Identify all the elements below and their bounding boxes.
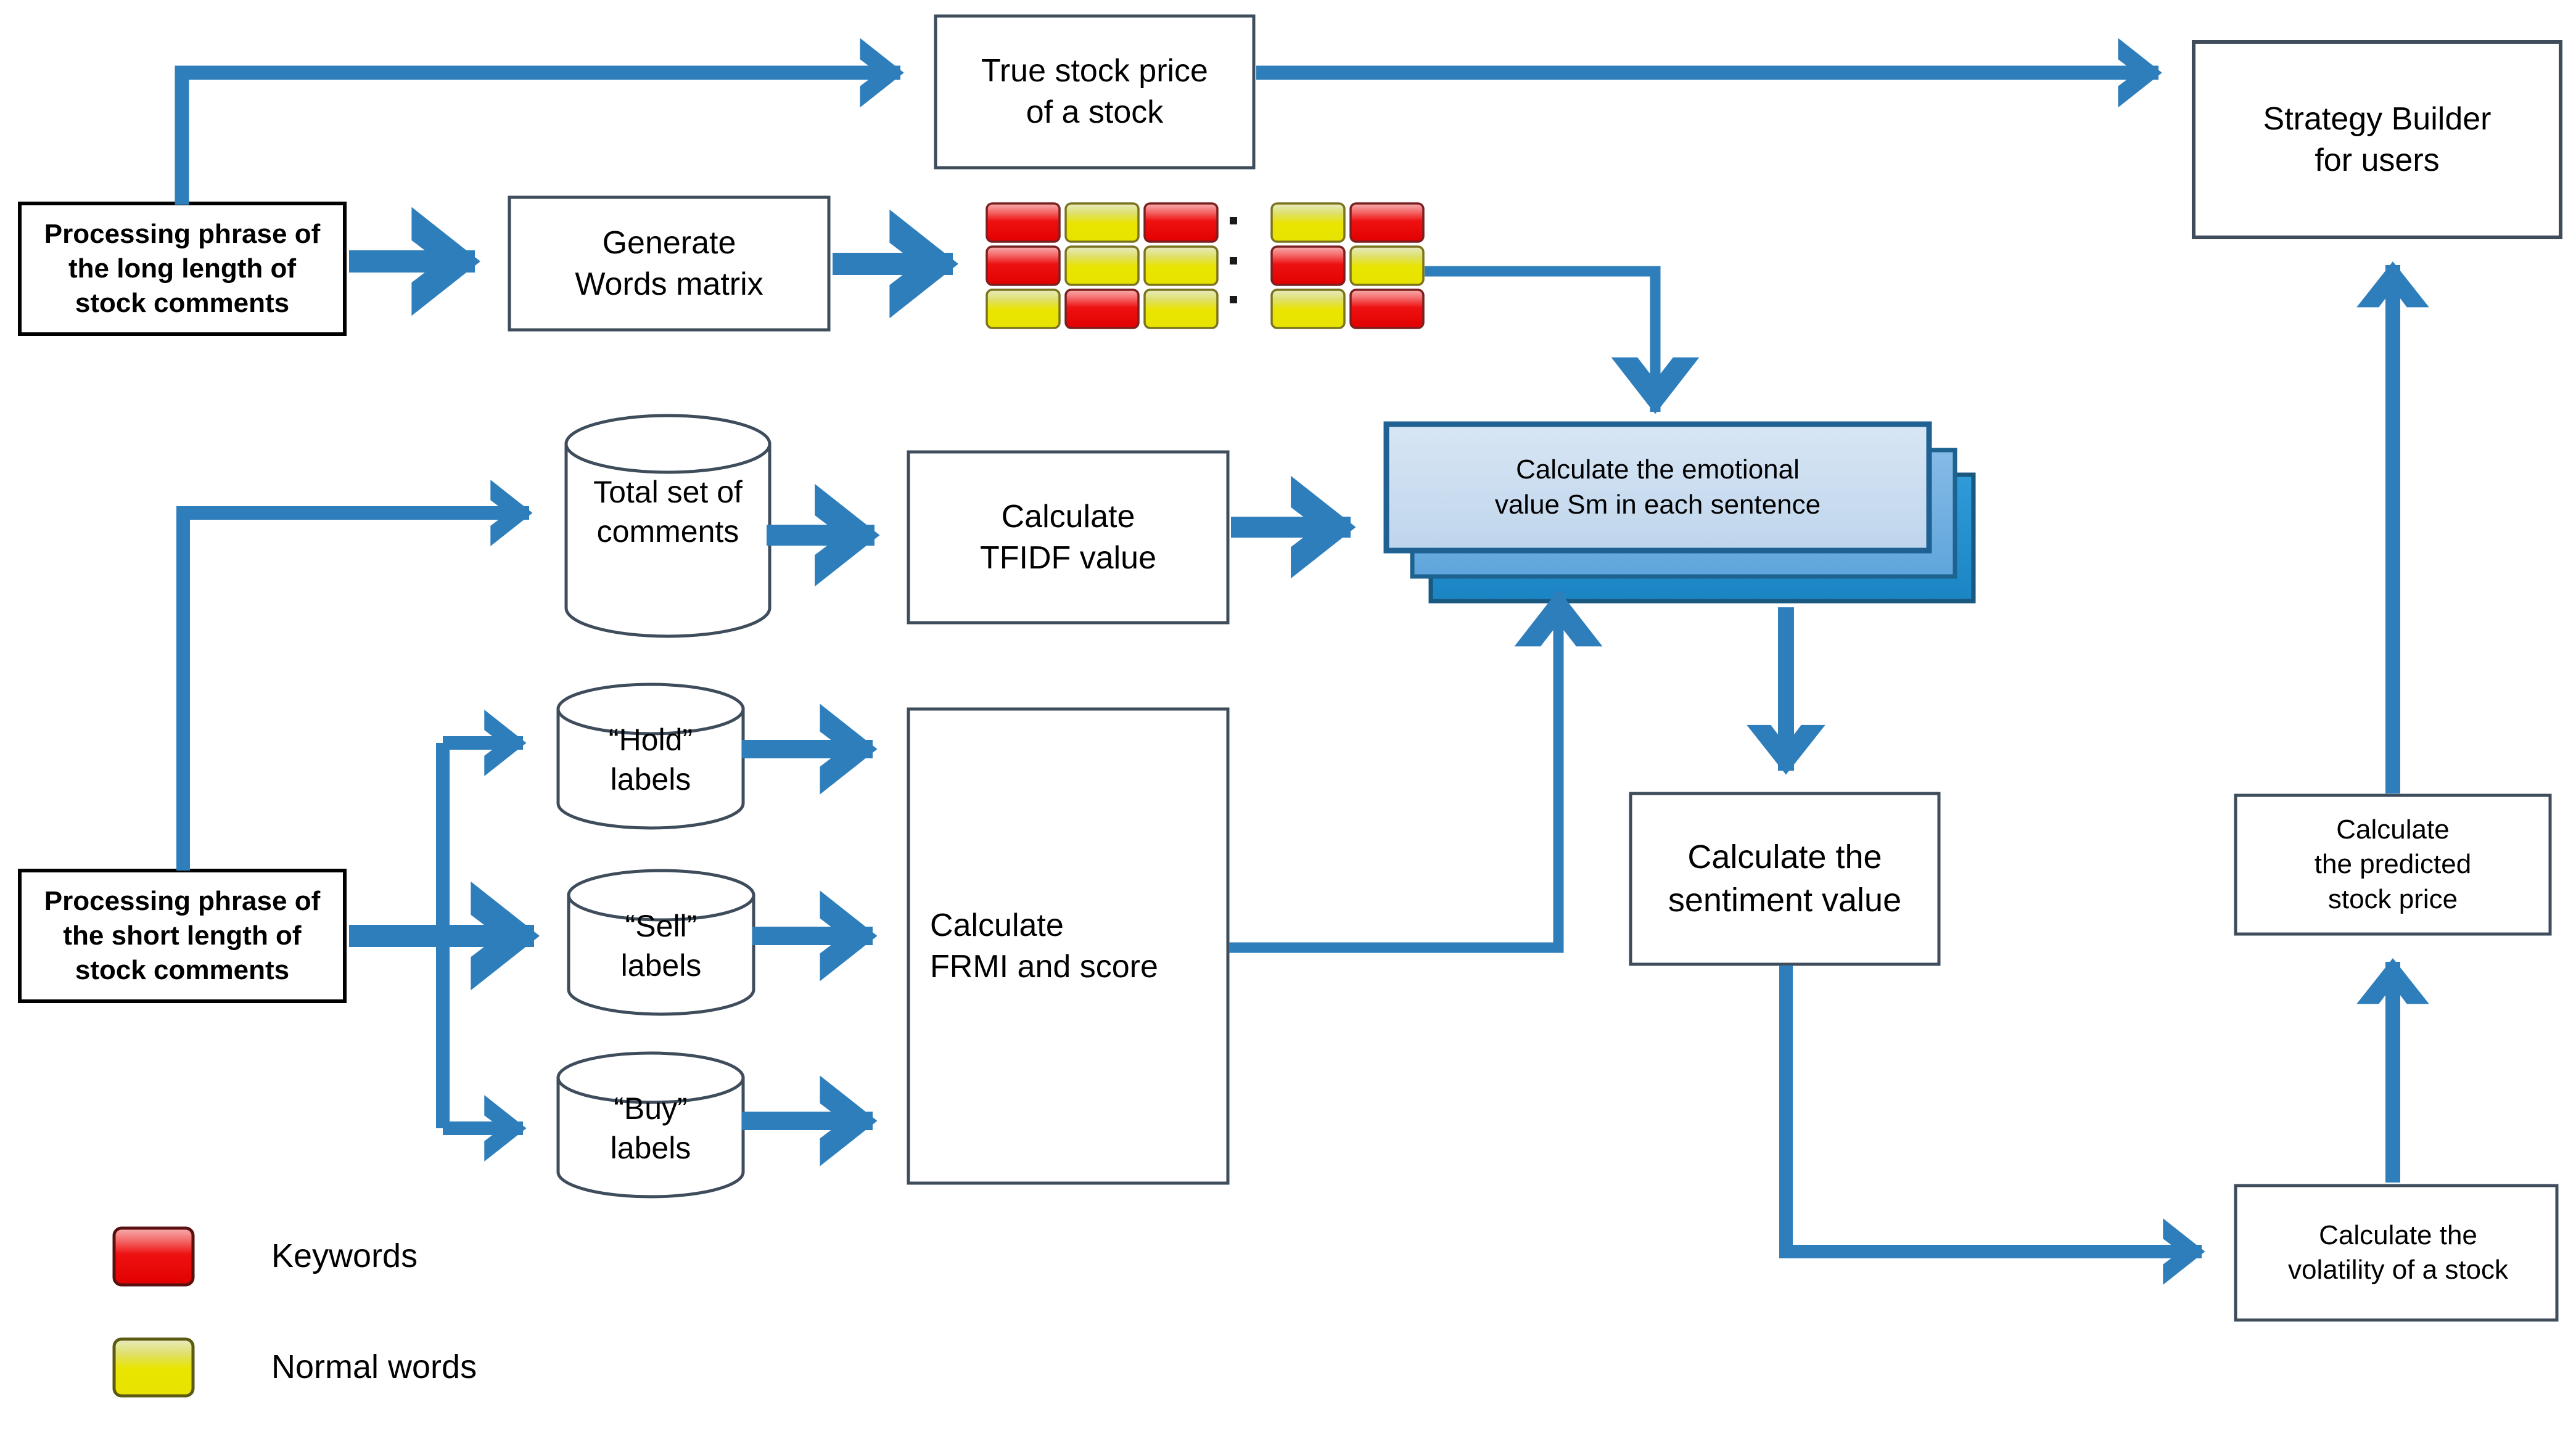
arrow-processing-short-to-total-comments [176,480,533,871]
arrow-frmi-to-emotional-value [1229,589,1603,953]
arrow-word-matrix-to-emotional-value [1425,266,1700,414]
legend-swatch-normal-words [112,1337,195,1398]
matrix-cell-normal [986,289,1061,329]
box-calculate-tfidf [907,450,1230,625]
stack-emotional-value [1383,421,1976,604]
arrow-processing-long-to-true-price [175,38,904,205]
matrix-cell-keyword [986,202,1061,243]
matrix-cell-normal [1270,289,1346,329]
matrix-cell-keyword [1349,202,1425,243]
matrix-cell-normal [1349,245,1425,286]
cylinder-sell-labels [567,869,755,1016]
box-generate-matrix [508,195,831,332]
matrix-cell-keyword [1270,245,1346,286]
box-calculate-sentiment [1629,792,1941,966]
cylinder-buy-labels [556,1051,745,1199]
word-matrix-right-block [1270,202,1425,329]
box-true-stock-price [934,14,1256,170]
box-calculate-predicted-price [2234,793,2552,936]
matrix-cell-normal [1143,289,1219,329]
box-strategy-builder [2192,40,2562,239]
matrix-cell-keyword [1064,289,1140,329]
legend-swatch-keywords [112,1226,195,1287]
matrix-cell-normal [1064,245,1140,286]
arrow-processing-short-to-labels [349,710,540,1162]
arrow-sentiment-to-volatility [1779,965,2205,1285]
cylinder-total-comments [564,414,772,638]
matrix-cell-keyword [1143,202,1219,243]
box-calculate-frmi [907,707,1230,1185]
matrix-cell-keyword [1349,289,1425,329]
box-processing-short [18,869,347,1003]
cylinder-hold-labels [556,683,745,830]
matrix-cell-normal [1270,202,1346,243]
matrix-cell-keyword [986,245,1061,286]
matrix-ellipsis-dots [1230,217,1237,303]
matrix-cell-normal [1064,202,1140,243]
box-calculate-volatility [2234,1184,2559,1322]
box-processing-long [18,202,347,336]
matrix-cell-normal [1143,245,1219,286]
word-matrix-left-block [986,202,1219,329]
